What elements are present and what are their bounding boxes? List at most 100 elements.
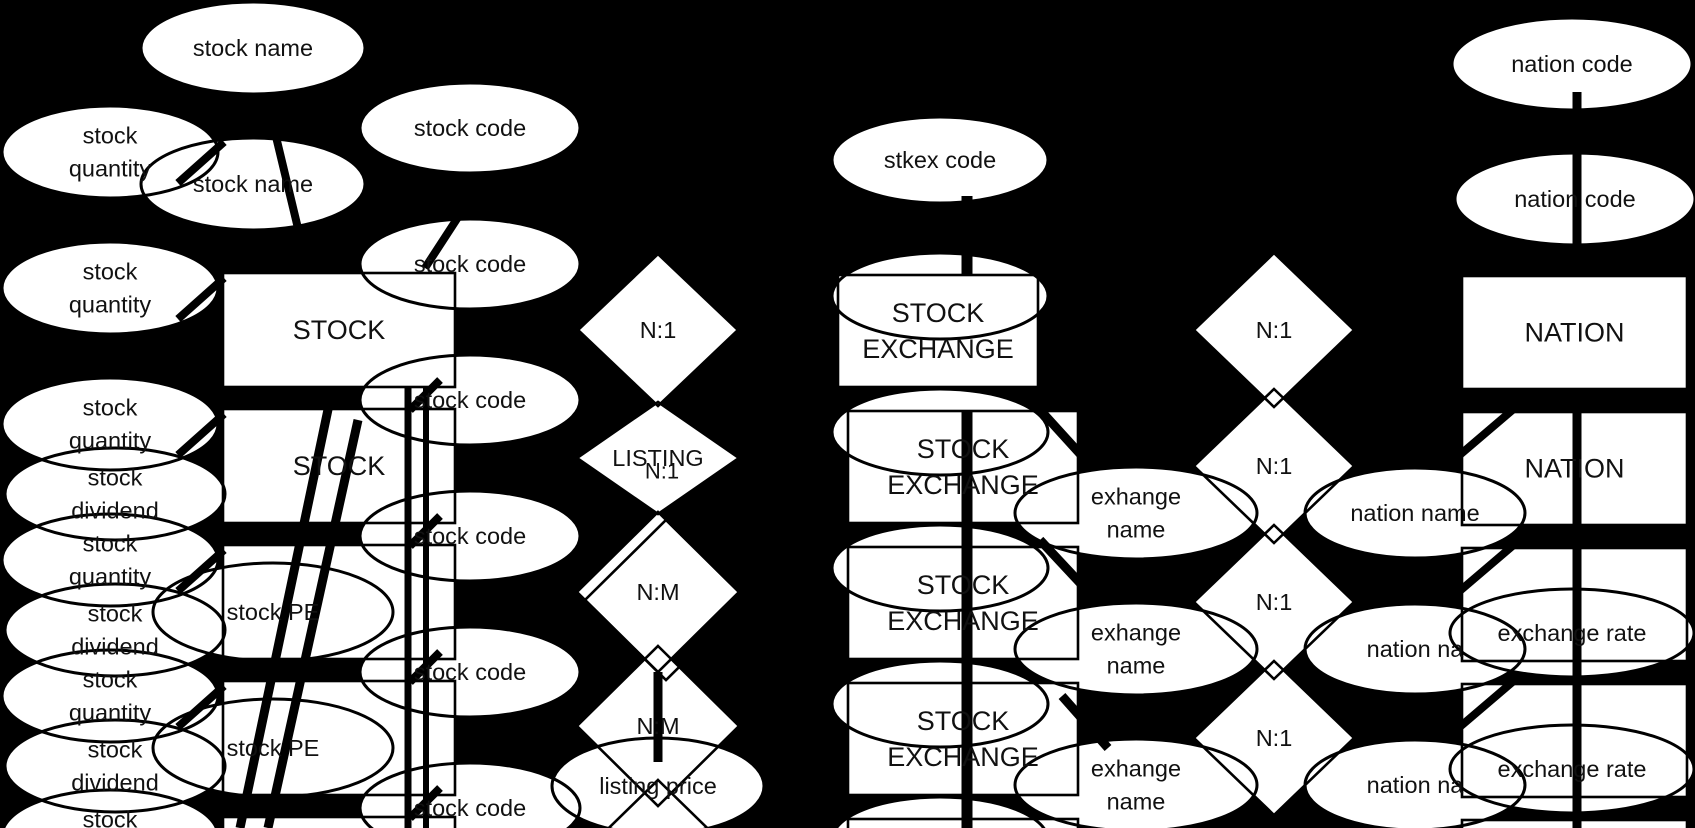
relationship-label-n-m: N:M [636, 579, 679, 605]
attribute-fill-stock-dividend [5, 584, 225, 676]
overlap-ghost-label-n-1: N:1 [645, 459, 679, 484]
entity-label-stock: STOCK [917, 434, 1010, 464]
connector-line-13 [175, 275, 227, 322]
attribute-fill-stock-code [360, 491, 580, 581]
attribute-fill-stock-code [360, 355, 580, 445]
connector-line-17 [235, 399, 335, 828]
entity-label-stock: STOCK [892, 298, 985, 328]
entity-label-exchange: EXCHANGE [887, 470, 1039, 500]
connector-line-8 [407, 377, 443, 413]
relationship-outline-n-1 [576, 252, 740, 408]
attribute-label-dividend: dividend [71, 634, 159, 660]
entity-outline-rect-2 [221, 543, 457, 661]
attribute-fill-exchange-rate [1450, 589, 1694, 677]
attribute-label-stock-code: stock code [414, 387, 526, 413]
attribute-label-name: name [1107, 517, 1166, 543]
entity-fill-rect-4 [223, 817, 455, 828]
connector-line-16 [175, 683, 227, 730]
attribute-outline-stock-name [139, 136, 367, 232]
attribute-label-stock: stock [83, 395, 138, 421]
attribute-label-stock-code: stock code [414, 795, 526, 821]
entity-label-exchange: EXCHANGE [887, 742, 1039, 772]
connector-line-23 [1445, 539, 1519, 605]
attribute-label-nation-code: nation code [1511, 51, 1633, 77]
attribute-outline-stock-code [358, 353, 582, 447]
attribute-fill-stock-dividend [5, 720, 225, 812]
relationship-outline-listing [574, 400, 742, 516]
attribute-fill-exhange-name [1015, 603, 1257, 695]
attribute-fill-exchange-rate [1450, 725, 1694, 813]
attribute-label-quantity: quantity [69, 156, 152, 182]
attribute-label-stock-code: stock code [414, 115, 526, 141]
attribute-fill-stock-code [360, 83, 580, 173]
entity-outline-stock [221, 271, 457, 389]
connector-line-9 [407, 513, 443, 549]
attribute-label-stock-code: stock code [414, 251, 526, 277]
relationship-label-n-1: N:1 [1256, 725, 1293, 751]
connector-line-14 [175, 411, 227, 458]
connector-line-24 [1445, 675, 1519, 741]
connector-line-21 [1058, 693, 1112, 751]
entity-label-stock: STOCK [917, 570, 1010, 600]
relationship-label-listing: LISTING [612, 445, 703, 471]
attribute-label-stock-code: stock code [414, 659, 526, 685]
relationship-label-n-m: N:M [636, 713, 679, 739]
entity-outline-rect-3 [221, 679, 457, 797]
attribute-label-quantity: quantity [69, 700, 152, 726]
connector-line-22 [1445, 403, 1519, 469]
attribute-fill-stock-quantity [3, 790, 217, 828]
entity-label-nation: NATION [1525, 454, 1625, 484]
entity-outline-rect-4 [221, 815, 457, 828]
attribute-fill-stkex-code [832, 117, 1048, 203]
attribute-label-exhange: exhange [1091, 620, 1181, 646]
relationship-outline-diamond-3 [583, 518, 749, 682]
attribute-label-stock: stock [83, 123, 138, 149]
attribute-outline-ellipse-21 [830, 387, 1050, 477]
attribute-label-name: name [1107, 789, 1166, 815]
attribute-outline-stock-code [358, 217, 582, 311]
relationship-outline-n-1 [1192, 659, 1356, 817]
connector-line-12 [175, 139, 227, 186]
relationship-outline-n-1 [1192, 523, 1356, 681]
attribute-outline-exchange-rate [1448, 723, 1695, 815]
relationship-outline-n-1 [1192, 251, 1356, 409]
attribute-outline-stock-quantity [2, 788, 218, 828]
attribute-fill-exhange-name [1015, 739, 1257, 828]
attribute-fill-exhange-name [1015, 467, 1257, 559]
relationship-label-n-1: N:1 [640, 317, 677, 343]
entity-label-stock: STOCK [917, 706, 1010, 736]
attribute-fill-ellipse-24 [836, 797, 1044, 828]
relationship-label-n-1: N:1 [1256, 317, 1293, 343]
attribute-label-stock-name: stock name [193, 35, 313, 61]
attribute-outline-nation-code [1450, 16, 1694, 112]
entity-outline-stock-exchange [836, 273, 1040, 389]
attribute-outline-ellipse-24 [834, 795, 1046, 828]
connector-line-19 [1018, 386, 1086, 460]
entity-label-exchange: EXCHANGE [887, 606, 1039, 636]
attribute-label-stkex-code: stkex code [884, 147, 996, 173]
connector-line-11 [407, 785, 443, 821]
attribute-label-stock: stock [88, 601, 143, 627]
attribute-outline-exhange-name [1013, 601, 1259, 697]
attribute-fill-stock-quantity [2, 650, 218, 742]
attribute-label-nation-na: nation na [1367, 636, 1465, 662]
attribute-fill-stock-dividend [5, 448, 225, 540]
attribute-outline-stkex-code [830, 115, 1050, 205]
attribute-label-stock-code: stock code [414, 523, 526, 549]
attribute-outline-ellipse-22 [830, 523, 1050, 613]
connector-line-10 [407, 649, 443, 685]
connector-line-15 [175, 547, 227, 594]
connector-line-20 [1036, 536, 1086, 589]
entity-label-nation: NATION [1525, 318, 1625, 348]
connector-line-6 [262, 94, 312, 271]
attribute-fill-nation-name [1305, 468, 1525, 558]
attribute-outline-ellipse-20 [830, 251, 1050, 341]
connector-line-18 [263, 419, 363, 828]
attribute-label-exhange: exhange [1091, 484, 1181, 510]
attribute-outline-stock-dividend [3, 582, 227, 678]
entity-label-stock: STOCK [293, 451, 386, 481]
attribute-outline-stock-code [358, 81, 582, 175]
relationship-fill-diamond-5 [608, 780, 708, 828]
attribute-label-stock-pe: stock PE [227, 599, 320, 625]
